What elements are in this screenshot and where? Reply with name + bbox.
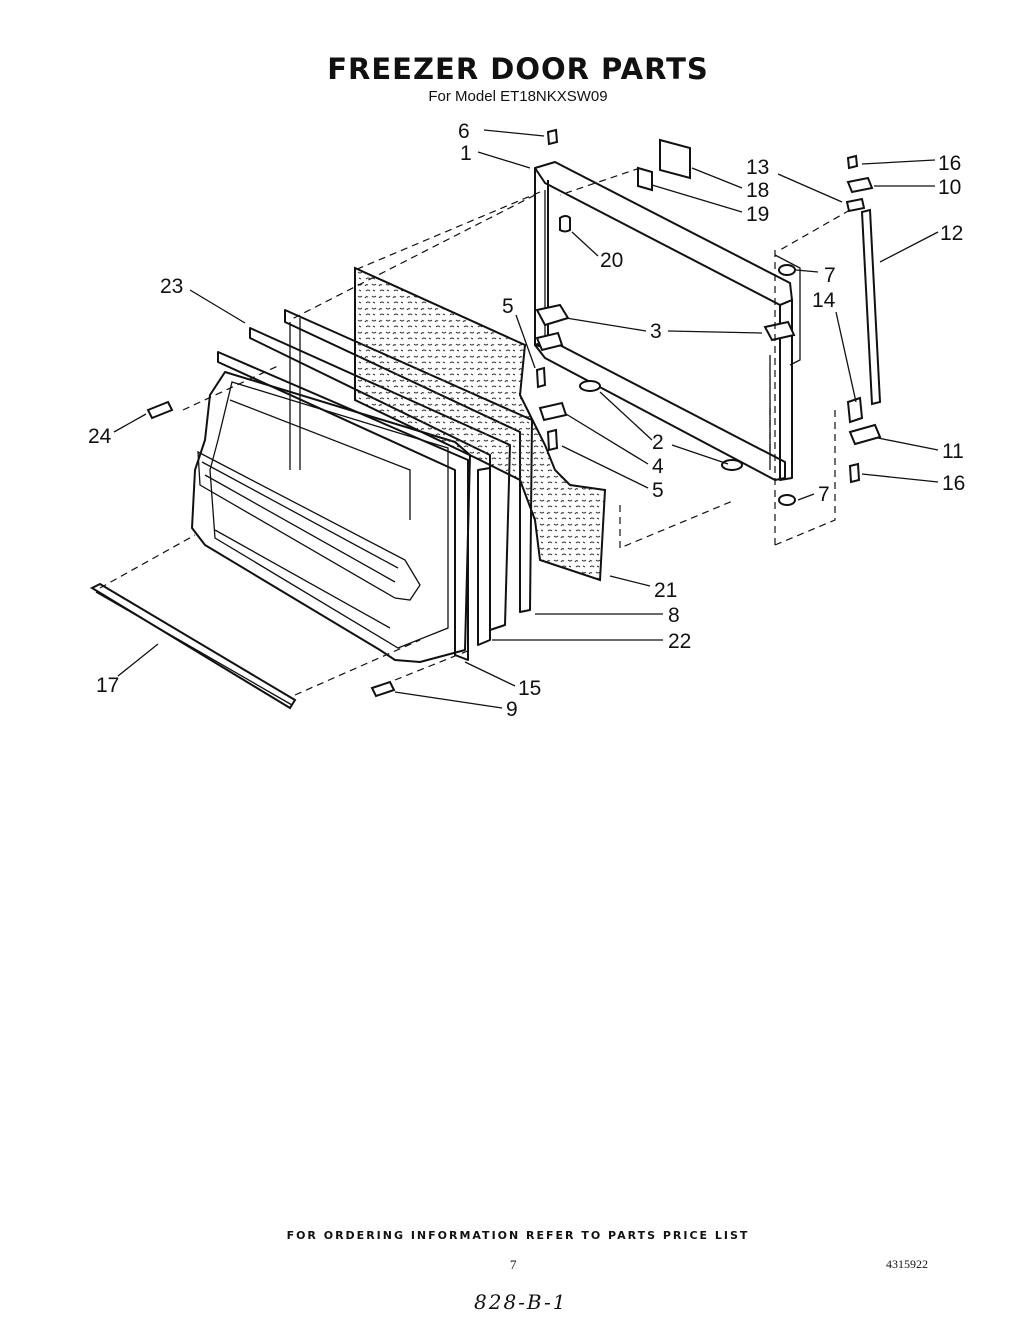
callout-8: 8 [668,604,680,627]
callout-3: 3 [650,320,662,343]
document-number: 4315922 [886,1257,928,1271]
leader-lines [113,129,939,709]
callout-1: 1 [460,142,472,165]
callout-21: 21 [654,579,677,602]
callout-16: 16 [942,472,965,495]
callout-17: 17 [96,674,119,697]
callout-19: 19 [746,203,769,226]
callout-10: 10 [938,176,961,199]
foam-insulation [354,266,607,582]
hinge-bracket [535,303,796,352]
callout-12: 12 [940,222,963,245]
alignment-lines [99,167,851,696]
callout-16: 16 [938,152,961,175]
callout-24: 24 [88,425,112,448]
callout-13: 13 [746,156,769,179]
callout-2: 2 [652,431,664,454]
callout-18: 18 [746,179,769,202]
ordering-note: FOR ORDERING INFORMATION REFER TO PARTS … [286,1229,750,1242]
bottom-trim-strip [89,582,297,710]
callout-4: 4 [652,455,664,478]
model-subtitle: For Model ET18NKXSW09 [428,88,608,105]
page-number: 7 [510,1257,517,1272]
callout-7: 7 [824,264,836,287]
page-title: FREEZER DOOR PARTS [327,52,709,86]
callout-14: 14 [812,289,836,312]
clip-parts [637,138,691,192]
callout-5: 5 [652,479,664,502]
callout-20: 20 [600,249,623,272]
handwritten-reference: 828-B-1 [474,1290,568,1314]
callout-23: 23 [160,275,183,298]
fasteners [146,128,796,698]
callout-labels: 6 1 13 16 18 10 19 12 20 7 23 14 5 3 24 … [88,120,965,721]
callout-5: 5 [502,295,514,318]
callout-7: 7 [818,483,830,506]
callout-9: 9 [506,698,518,721]
callout-11: 11 [942,440,964,463]
callout-6: 6 [458,120,470,143]
right-hinge-parts [845,154,882,484]
callout-22: 22 [668,630,691,653]
callout-15: 15 [518,677,541,700]
